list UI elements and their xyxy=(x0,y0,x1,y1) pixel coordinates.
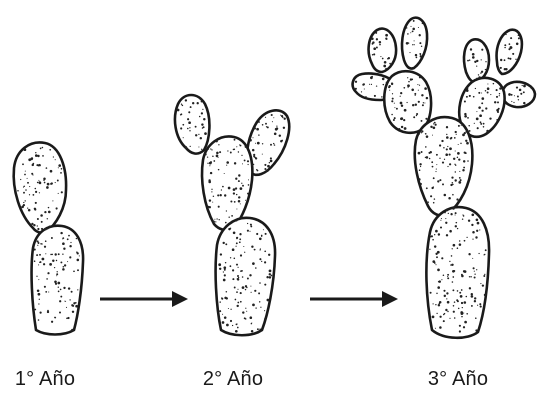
cactus-pad xyxy=(502,82,535,107)
stage-2-caption: 2° Año xyxy=(203,368,263,391)
stage-3-plant xyxy=(353,18,535,338)
cactus-pad xyxy=(369,29,397,72)
cactus-pad xyxy=(32,226,84,335)
stage-1-caption: 1° Año xyxy=(15,368,75,391)
cactus-pad xyxy=(384,71,431,133)
cactus-pad xyxy=(202,136,252,230)
stage-3-caption: 3° Año xyxy=(428,368,488,391)
cactus-pad xyxy=(14,142,66,232)
cactus-pad xyxy=(426,207,489,338)
cactus-pad xyxy=(415,117,473,215)
growth-arrow-1 xyxy=(100,291,188,307)
growth-arrow-2 xyxy=(310,291,398,307)
